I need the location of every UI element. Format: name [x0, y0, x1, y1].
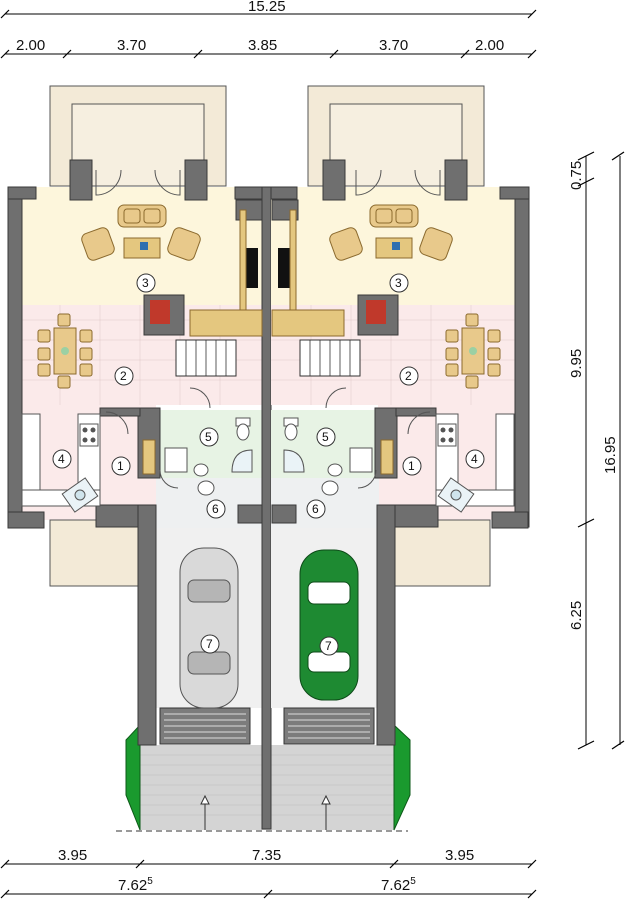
dimension-bottom-2: 7.35 — [252, 847, 281, 864]
toilet-icon — [283, 417, 343, 477]
staircase-landing — [189, 309, 263, 337]
dimension-top-1: 2.00 — [16, 37, 45, 54]
sink-icon — [197, 449, 253, 496]
room-5-label: 5 — [205, 430, 212, 444]
right-dimension-lines — [577, 151, 625, 750]
front-porch-right — [389, 519, 491, 587]
room-1-label: 1 — [117, 459, 124, 473]
wall-outer-left — [7, 186, 23, 528]
tv-unit — [244, 248, 258, 288]
dining-table-icon — [37, 313, 93, 389]
room-3-label: 3 — [395, 276, 402, 290]
unit-right — [270, 85, 530, 746]
dimension-right-3: 6.25 — [568, 601, 585, 630]
room-1-label: 1 — [408, 459, 415, 473]
dimension-bottom-3: 3.95 — [445, 847, 474, 864]
room-7-label: 7 — [206, 637, 213, 651]
dimension-total-height: 16.95 — [602, 436, 619, 474]
sink-icon — [61, 477, 99, 513]
room-6-label: 6 — [212, 502, 219, 516]
garage-wall-left — [137, 504, 157, 746]
room-3-label: 3 — [142, 276, 149, 290]
entrance-arrow-icon — [200, 794, 331, 830]
dimension-right-2: 9.95 — [568, 349, 585, 378]
fireplace — [150, 300, 170, 324]
dining-table-icon — [445, 313, 501, 389]
wall-outer-right — [514, 186, 530, 528]
room-5-label: 5 — [322, 430, 329, 444]
front-porch-left — [49, 519, 151, 587]
room-2-label: 2 — [120, 369, 127, 383]
dimension-half-right: 7.625 — [381, 876, 416, 894]
room-labels-right: 3 2 5 1 4 6 7 — [306, 273, 485, 656]
room-labels-left: 3 2 5 4 1 6 7 — [52, 273, 226, 654]
dimension-top-5: 2.00 — [475, 37, 504, 54]
garage-wall-right — [376, 504, 396, 746]
armchair-icon — [81, 227, 201, 261]
room-2-label: 2 — [405, 369, 412, 383]
top-dimension-lines — [0, 9, 537, 59]
door-icon — [325, 169, 441, 489]
stove-icon — [437, 423, 457, 447]
car-icon — [299, 549, 359, 701]
dimension-top-2: 3.70 — [117, 37, 146, 54]
dimension-total-width: 15.25 — [248, 0, 286, 15]
hedge-left — [125, 723, 141, 831]
unit-left — [7, 85, 297, 830]
room-4-label: 4 — [58, 452, 65, 466]
door-icon — [95, 169, 211, 489]
sofa-icon — [117, 204, 167, 228]
dimension-top-3: 3.85 — [248, 37, 277, 54]
dimension-top-4: 3.70 — [379, 37, 408, 54]
room-4-label: 4 — [471, 452, 478, 466]
hedge-right — [393, 723, 411, 831]
armchair-icon — [329, 227, 453, 261]
dimension-right-1: 0.75 — [568, 161, 585, 190]
dimension-bottom-1: 3.95 — [58, 847, 87, 864]
bathtub-icon — [164, 447, 188, 473]
bathtub-icon — [349, 447, 373, 473]
sofa-icon — [369, 204, 419, 228]
room-7-label: 7 — [325, 639, 332, 653]
room-6-label: 6 — [312, 502, 319, 516]
sink-icon — [283, 449, 339, 496]
dimension-half-left: 7.625 — [118, 876, 153, 894]
car-icon — [179, 547, 239, 709]
party-wall — [261, 186, 272, 830]
sink-icon — [437, 477, 475, 513]
stove-icon — [79, 423, 99, 447]
bottom-dimension-lines — [0, 859, 537, 899]
